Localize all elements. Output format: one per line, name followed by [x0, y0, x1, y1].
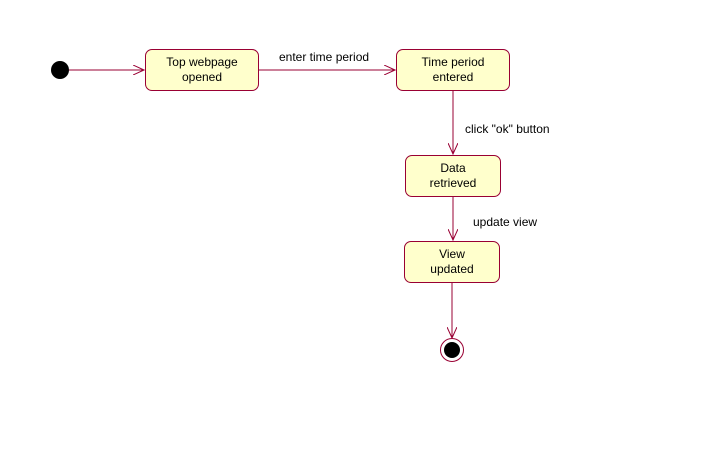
state-label-line: retrieved	[429, 176, 477, 190]
state-label-line: entered	[432, 70, 474, 84]
state-label-line: Time period	[421, 55, 485, 69]
state-label-line: View	[439, 247, 465, 261]
initial-node	[51, 61, 69, 79]
state-label-line: Top webpage	[166, 55, 238, 69]
state-view-updated: View updated	[404, 241, 500, 283]
transition-label-update-view: update view	[473, 215, 538, 229]
state-data-retrieved: Data retrieved	[405, 155, 501, 197]
state-label-line: Data	[440, 161, 466, 175]
state-time-period-entered: Time period entered	[396, 49, 510, 91]
final-node-dot	[444, 342, 460, 358]
state-label-line: updated	[430, 262, 474, 276]
transition-label-click-ok-button: click "ok" button	[465, 122, 550, 136]
transition-label-enter-time-period: enter time period	[279, 50, 370, 64]
state-label-line: opened	[181, 70, 223, 84]
state-top-webpage-opened: Top webpage opened	[145, 49, 259, 91]
